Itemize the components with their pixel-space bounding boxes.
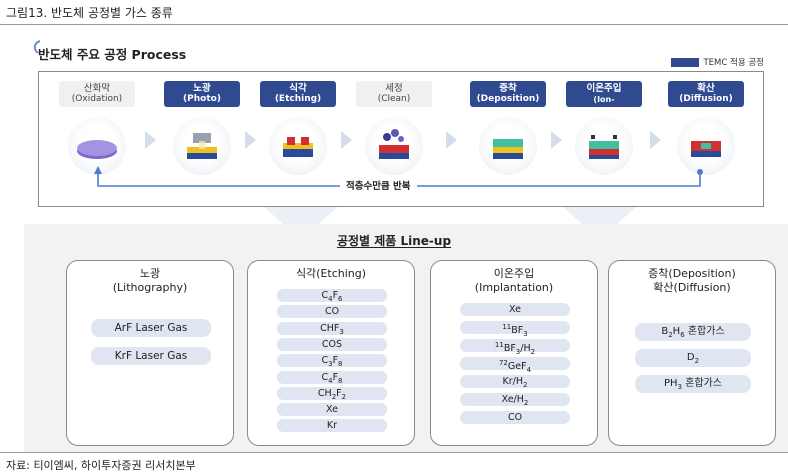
- card-heading: 증착(Deposition)확산(Diffusion): [609, 267, 775, 295]
- gas-item: 11BF3/H2: [460, 339, 570, 356]
- gas-item: CH2F2: [277, 386, 387, 401]
- gas-item: B2H6 혼합가스: [635, 323, 751, 341]
- step-label: 노광(Photo): [164, 81, 240, 107]
- gas-item: Kr: [277, 419, 387, 433]
- process-step-1: 산화막(Oxidation): [59, 81, 135, 175]
- temc-legend: TEMC 적용 공정: [671, 56, 764, 68]
- card-heading-line: 증착(Deposition): [648, 267, 736, 280]
- top-divider: [0, 24, 788, 25]
- step-label: 세정(Clean): [356, 81, 432, 107]
- step-label-ko: 이온주입: [586, 83, 622, 94]
- card-heading-line: (Lithography): [112, 281, 188, 294]
- gas-item: ArF Laser Gas: [91, 319, 211, 337]
- gas-item: KrF Laser Gas: [91, 347, 211, 365]
- card-heading: 이온주입(Implantation): [431, 267, 597, 295]
- step-label: 증착(Deposition): [470, 81, 546, 107]
- card-heading: 노광(Lithography): [67, 267, 233, 295]
- gas-item: CHF3: [277, 321, 387, 335]
- step-label-ko: 세정: [385, 83, 403, 94]
- card-heading-line: 식각(Etching): [295, 267, 367, 280]
- arrow-right-icon: [650, 131, 661, 149]
- process-step-5: 증착(Deposition): [470, 81, 546, 175]
- gas-item: C4F6: [277, 289, 387, 303]
- process-step-3: 식각(Etching): [260, 81, 336, 175]
- card-heading-line: (Implantation): [474, 281, 554, 294]
- process-step-7: 확산(Diffusion): [668, 81, 744, 175]
- step-label-en: (Clean): [377, 94, 411, 104]
- process-step-4: 세정(Clean): [356, 81, 432, 175]
- process-step-2: 노광(Photo): [164, 81, 240, 175]
- arrow-right-icon: [446, 131, 457, 149]
- swoosh-icon: [33, 40, 41, 54]
- step-label-en: (Photo): [183, 94, 221, 104]
- repeat-label: 적층수만큼 반복: [340, 178, 417, 192]
- gas-item: CO: [460, 411, 570, 424]
- arrow-right-icon: [144, 131, 156, 149]
- etching-layer-icon: [269, 117, 327, 175]
- step-label-ko: 증착: [499, 83, 517, 94]
- legend-swatch: [671, 57, 700, 67]
- step-label-ko: 노광: [193, 83, 211, 94]
- gas-item: Xe: [460, 303, 570, 316]
- photo-lithography-icon: [173, 117, 231, 175]
- step-label-en: (Deposition): [476, 94, 540, 104]
- card-heading-line: 확산(Diffusion): [653, 281, 731, 294]
- step-label-en: (Ion-Implantation): [573, 95, 635, 115]
- legend-label: TEMC 적용 공정: [703, 58, 764, 68]
- step-label-en: (Etching): [274, 94, 322, 104]
- arrow-right-icon: [245, 131, 256, 149]
- gas-item: 11BF3: [460, 321, 570, 338]
- card-heading-line: 노광: [139, 267, 161, 280]
- clean-particles-icon: [365, 117, 423, 175]
- gas-item: CO: [277, 305, 387, 319]
- arrow-right-icon: [341, 131, 352, 149]
- lineup-title: 공정별 제품 Line-up: [336, 234, 452, 248]
- step-label-ko: 확산: [697, 83, 715, 94]
- step-label: 식각(Etching): [260, 81, 336, 107]
- step-label: 산화막(Oxidation): [59, 81, 135, 107]
- diffusion-layer-icon: [677, 117, 735, 175]
- gas-item: Kr/H2: [460, 375, 570, 389]
- step-label-en: (Diffusion): [679, 94, 733, 104]
- step-label: 확산(Diffusion): [668, 81, 744, 107]
- step-label: 이온주입(Ion-Implantation): [566, 81, 642, 115]
- gas-item: C3F8: [277, 354, 387, 368]
- gas-item: PH3 혼합가스: [635, 375, 751, 393]
- process-step-6: 이온주입(Ion-Implantation): [566, 81, 642, 175]
- step-label-en: (Oxidation): [71, 94, 123, 104]
- figure-title: 그림13. 반도체 공정별 가스 종류: [6, 6, 173, 20]
- card-heading-line: 이온주입: [493, 267, 535, 280]
- deposition-layer-icon: [479, 117, 537, 175]
- gas-item: Xe/H2: [460, 393, 570, 407]
- card-heading: 식각(Etching): [248, 267, 414, 281]
- gas-item: COS: [277, 337, 387, 351]
- gas-item: D2: [635, 349, 751, 367]
- arrow-right-icon: [551, 131, 562, 149]
- gas-item: Xe: [277, 403, 387, 417]
- source-note: 자료: 티이엠씨, 하이투자증권 리서치본부: [6, 459, 196, 472]
- bottom-divider: [0, 452, 788, 453]
- gas-item: 72GeF4: [460, 357, 570, 374]
- step-label-ko: 식각: [289, 83, 307, 94]
- process-title: 반도체 주요 공정 Process: [38, 47, 187, 62]
- ion-implantation-icon: [575, 117, 633, 175]
- step-label-ko: 산화막: [83, 83, 111, 94]
- oxidation-wafer-icon: [68, 117, 126, 175]
- gas-item: C4F8: [277, 370, 387, 384]
